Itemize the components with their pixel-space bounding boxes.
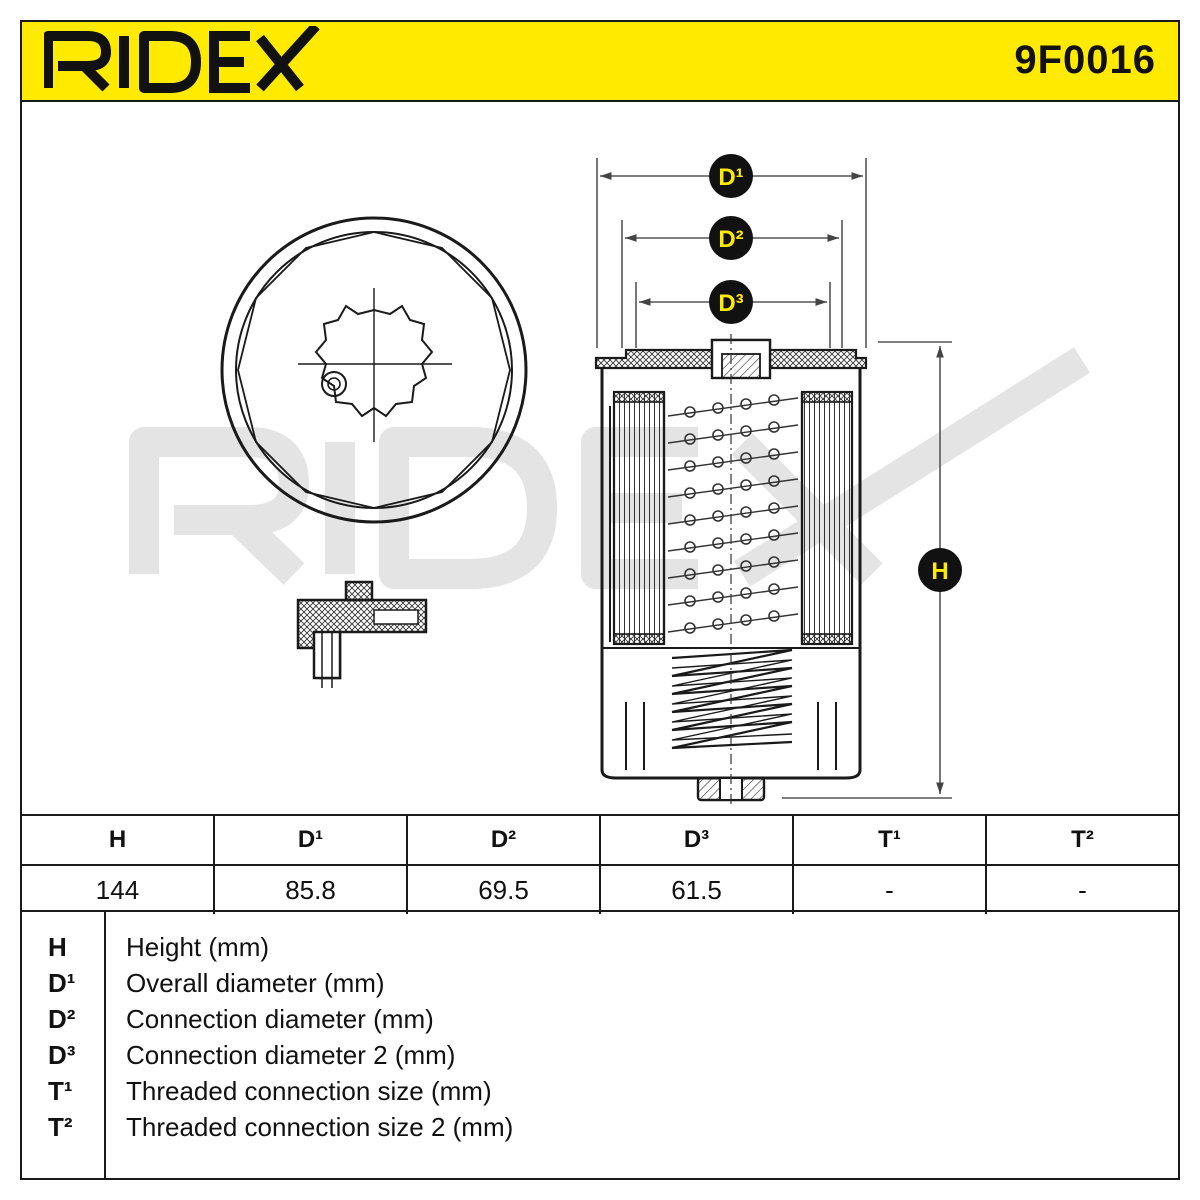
svg-text:D²: D² (718, 226, 743, 253)
tube-hole (712, 456, 724, 468)
tube-spiral-band (667, 424, 799, 444)
tube-hole (712, 591, 724, 603)
tube-hole (768, 529, 780, 541)
specs-value-d3: 61.5 (601, 866, 794, 914)
tube-hole (768, 421, 780, 433)
cap-section (296, 580, 428, 688)
legend-item: D¹ Overall diameter (mm) (22, 968, 1178, 1004)
specs-value-d1: 85.8 (215, 866, 408, 914)
tube-hole (712, 510, 724, 522)
legend-item: H Height (mm) (22, 932, 1178, 968)
top-view (220, 216, 528, 524)
legend-item: T² Threaded connection size 2 (mm) (22, 1112, 1178, 1148)
legend-code: D² (48, 1004, 76, 1034)
legend-code: T² (48, 1112, 73, 1142)
legend-text: Threaded connection size 2 (mm) (126, 1112, 514, 1142)
tube-hole (684, 406, 696, 418)
filter-section (594, 334, 868, 808)
specs-header-d1: D¹ (215, 816, 408, 864)
tube-hole (684, 460, 696, 472)
tube-hole (768, 610, 780, 622)
svg-text:H: H (931, 558, 948, 585)
legend-text: Connection diameter (mm) (126, 1004, 434, 1034)
tube-hole (712, 402, 724, 414)
part-number: 9F0016 (1014, 38, 1156, 82)
specs-value-h: 144 (22, 866, 215, 914)
tube-hole (740, 614, 752, 626)
dimension-badge-d3: D³ (709, 280, 753, 324)
tube-hole (768, 394, 780, 406)
tube-hole (712, 429, 724, 441)
technical-drawing: D¹ D² D³ H (129, 154, 1090, 808)
legend: H Height (mm) D¹ Overall diameter (mm) D… (22, 912, 1178, 1180)
legend-code: D¹ (48, 968, 76, 998)
legend-text: Overall diameter (mm) (126, 968, 385, 998)
tube-hole (740, 506, 752, 518)
specs-table: H D¹ D² D³ T¹ T² 144 85.8 69.5 61.5 - - (22, 814, 1178, 914)
tube-spiral-band (667, 478, 799, 498)
tube-hole (740, 587, 752, 599)
legend-code: D³ (48, 1040, 76, 1070)
legend-code: H (48, 932, 67, 962)
center-tube-perforations (667, 394, 799, 634)
tube-hole (768, 502, 780, 514)
tube-hole (712, 564, 724, 576)
tube-hole (768, 475, 780, 487)
dimension-badge-d2: D² (709, 216, 753, 260)
specs-header-row: H D¹ D² D³ T¹ T² (22, 816, 1178, 866)
legend-item: D³ Connection diameter 2 (mm) (22, 1040, 1178, 1076)
legend-item: D² Connection diameter (mm) (22, 1004, 1178, 1040)
tube-hole (684, 487, 696, 499)
specs-header-t2: T² (1071, 826, 1094, 853)
svg-text:D³: D³ (718, 290, 743, 317)
specs-value-t1: - (794, 866, 987, 914)
tube-hole (768, 556, 780, 568)
tube-hole (712, 618, 724, 630)
legend-code: T¹ (48, 1076, 73, 1106)
tube-hole (768, 583, 780, 595)
tube-hole (684, 622, 696, 634)
svg-text:D¹: D¹ (718, 164, 743, 191)
legend-divider (104, 912, 106, 1180)
dimension-badge-d1: D¹ (709, 154, 753, 198)
tube-spiral-band (667, 586, 799, 606)
legend-text: Height (mm) (126, 932, 270, 962)
specs-value-t2: - (1078, 874, 1087, 905)
tube-hole (684, 514, 696, 526)
tube-spiral-band (667, 505, 799, 525)
tube-hole (712, 483, 724, 495)
tube-hole (740, 398, 752, 410)
specs-header-h: H (22, 816, 215, 864)
spec-sheet: 9F0016 (20, 20, 1180, 1180)
tube-hole (684, 541, 696, 553)
specs-header-d2: D² (408, 816, 601, 864)
specs-header-d3: D³ (601, 816, 794, 864)
tube-hole (768, 448, 780, 460)
tube-hole (740, 425, 752, 437)
ridex-logo (44, 26, 320, 93)
tube-hole (684, 433, 696, 445)
tube-hole (684, 595, 696, 607)
legend-text: Connection diameter 2 (mm) (126, 1040, 456, 1070)
specs-value-row: 144 85.8 69.5 61.5 - - (22, 866, 1178, 914)
legend-text: Threaded connection size (mm) (126, 1076, 492, 1106)
specs-value-d2: 69.5 (408, 866, 601, 914)
tube-hole (740, 533, 752, 545)
tube-spiral-band (667, 451, 799, 471)
tube-hole (740, 479, 752, 491)
tube-spiral-band (667, 559, 799, 579)
legend-item: T¹ Threaded connection size (mm) (22, 1076, 1178, 1112)
tube-hole (712, 537, 724, 549)
tube-hole (740, 560, 752, 572)
specs-header-t1: T¹ (794, 816, 987, 864)
tube-spiral-band (667, 532, 799, 552)
header-bar: 9F0016 (22, 22, 1178, 102)
dimension-badge-h: H (918, 548, 962, 592)
tube-spiral-band (667, 613, 799, 633)
tube-hole (740, 452, 752, 464)
tube-spiral-band (667, 397, 799, 417)
tube-hole (684, 568, 696, 580)
